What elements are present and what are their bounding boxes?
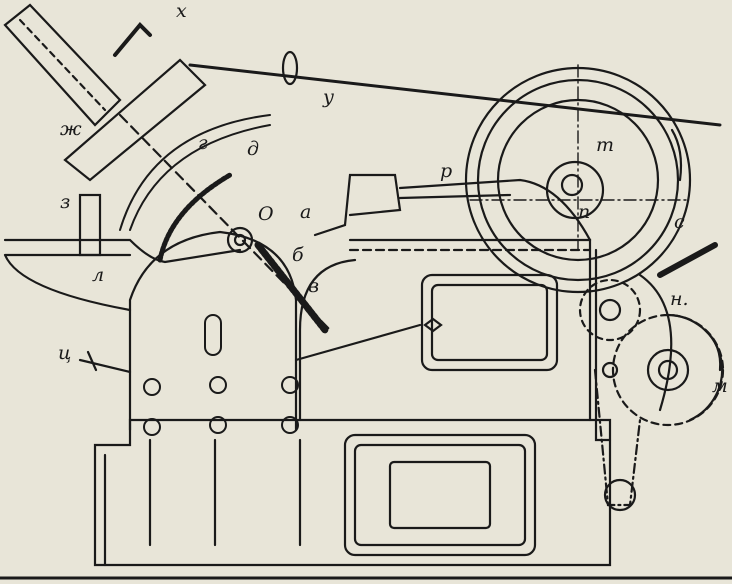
door-outer — [420, 273, 559, 372]
rod-collar — [281, 50, 299, 86]
lever-r-lower — [398, 193, 512, 200]
slide-holder — [63, 58, 207, 182]
sector-scale — [157, 172, 233, 263]
label-o: О — [258, 203, 274, 225]
tie-rod — [294, 323, 422, 362]
guide-arc-inner — [129, 124, 271, 231]
label-z: з — [60, 191, 71, 213]
label-t: т — [596, 134, 615, 156]
cam-track — [496, 98, 660, 262]
label-g: г — [198, 132, 208, 154]
label-a: а — [300, 201, 312, 223]
rotation-arrow — [670, 128, 683, 182]
lever-n — [638, 273, 673, 412]
bolt — [601, 361, 619, 379]
label-r: р — [440, 160, 453, 182]
label-zh: ж — [60, 118, 82, 140]
guide-arc-outer — [119, 114, 271, 231]
wing-nut-ts — [78, 350, 132, 374]
machine-base — [93, 418, 612, 567]
label-d: д — [247, 138, 260, 160]
lower-sprocket — [603, 478, 637, 512]
label-l: л — [92, 264, 105, 286]
door-inner — [430, 283, 549, 362]
door-handle — [423, 317, 443, 333]
right-column — [594, 248, 612, 442]
label-n: н. — [670, 288, 689, 310]
cam — [545, 160, 605, 220]
rotation-arrow-lower — [703, 328, 722, 372]
gear-x — [113, 22, 152, 57]
feed-table — [3, 238, 242, 312]
rod-u — [188, 63, 722, 127]
bearing — [598, 298, 622, 322]
label-b: б — [292, 244, 304, 266]
big-wheel-inner — [476, 78, 680, 282]
lever-r — [398, 178, 592, 242]
housing-bolts — [143, 314, 299, 436]
rack-b — [254, 241, 329, 334]
base-panel-mid — [353, 443, 527, 547]
gear-dashed — [578, 278, 642, 342]
label-u: у — [323, 86, 335, 108]
cam-pin — [560, 173, 584, 197]
label-p: п — [578, 201, 591, 223]
stop-z — [78, 193, 102, 257]
lower-hub — [646, 348, 690, 392]
adjust-screw — [657, 242, 718, 278]
pivot-o-center — [233, 233, 247, 247]
chain-dashdot — [593, 368, 642, 507]
gripper-a — [313, 173, 402, 237]
base-panel-outer — [343, 433, 537, 557]
label-ts: ц — [58, 342, 72, 364]
left-housing — [128, 230, 298, 432]
feed-arm — [3, 3, 122, 127]
label-x: х — [176, 0, 187, 22]
label-s: с — [674, 211, 685, 233]
feed-arm-dashed — [18, 18, 107, 112]
label-m: м — [712, 375, 728, 397]
base-panel-inner — [388, 460, 492, 530]
label-v: в — [308, 275, 320, 297]
pivot-o — [226, 226, 254, 254]
